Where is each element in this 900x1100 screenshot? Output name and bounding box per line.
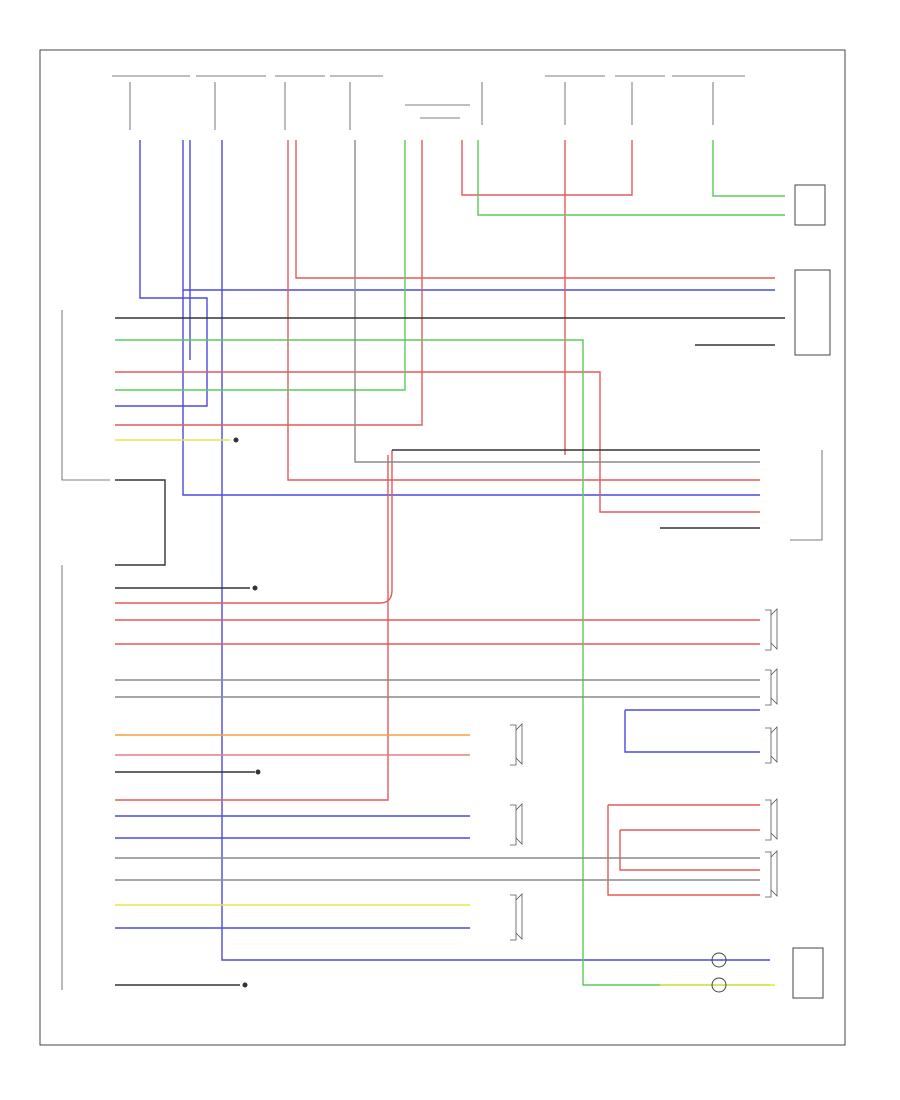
wire-red-3	[115, 140, 423, 426]
ground-dot-3	[255, 769, 261, 775]
wire-green-3	[115, 140, 406, 391]
wire-gray-1	[354, 140, 760, 463]
components	[233, 184, 831, 999]
wire-red-5	[564, 140, 633, 455]
ground-dot-4	[242, 982, 248, 988]
wire-green-4	[115, 339, 770, 986]
ground-dot-2	[252, 585, 258, 591]
wire-red-2	[295, 140, 775, 279]
wire-red-6	[115, 371, 760, 513]
antenna-circle-2	[711, 977, 727, 993]
fuse-drops	[129, 82, 714, 130]
speaker-symbol-1	[765, 608, 778, 651]
wire-blue-5	[624, 709, 760, 753]
unit-brackets	[61, 310, 110, 990]
wire-red-11	[607, 804, 760, 896]
speaker-symbol-3	[765, 726, 778, 764]
wire-green-2	[712, 140, 785, 197]
speaker-symbol-7	[510, 803, 523, 846]
wire-dark-2	[115, 479, 166, 566]
power-antenna-box	[792, 947, 824, 999]
wire-blue-1	[115, 140, 208, 407]
speaker-symbol-5	[765, 850, 778, 898]
speaker-symbol-4	[765, 798, 778, 841]
front-speaker-box	[794, 269, 831, 356]
speaker-symbol-6	[510, 723, 523, 766]
wire-blue-3	[182, 140, 760, 496]
wires	[115, 140, 785, 986]
wire-green-1	[477, 140, 785, 216]
speaker-symbol-8	[510, 893, 523, 941]
left-rear-speaker-box	[794, 184, 826, 226]
ground-dot-1	[233, 437, 239, 443]
antenna-circle-1	[711, 952, 727, 968]
wire-red-4	[461, 140, 566, 196]
wire-red-1	[287, 140, 760, 481]
radio-bracket-upper	[61, 310, 110, 481]
speaker-symbols	[510, 608, 778, 941]
diagram-frame	[39, 49, 846, 1046]
right-rear-speaker-bracket	[790, 450, 823, 541]
speaker-symbol-2	[765, 668, 778, 706]
wire-red-7	[115, 450, 393, 604]
wire-blue-4	[221, 140, 770, 961]
wire-red-10	[115, 455, 389, 801]
